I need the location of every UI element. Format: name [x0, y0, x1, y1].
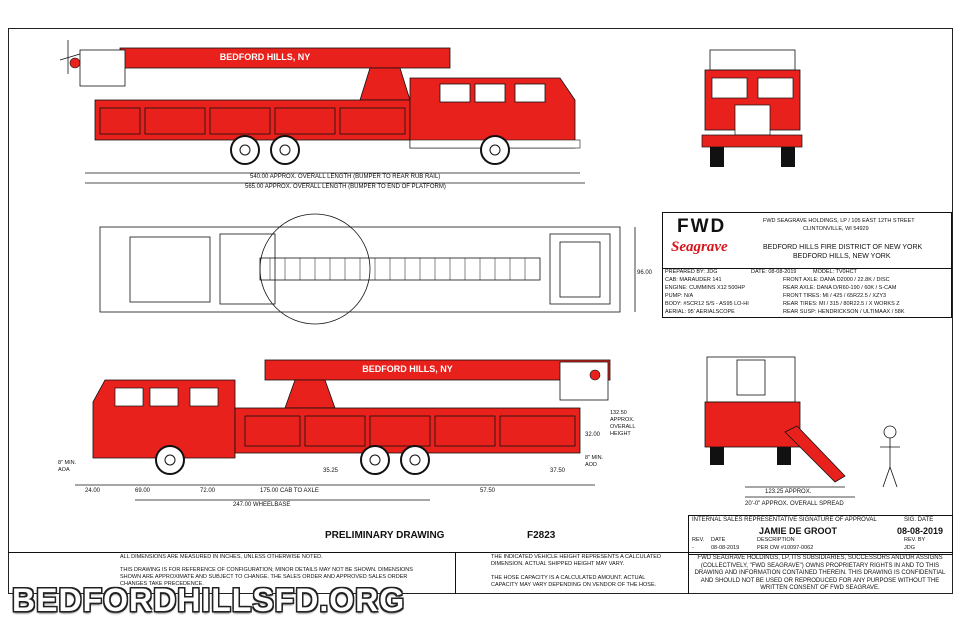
spec-aerial: AERIAL: 95' AERIALSCOPE	[665, 309, 735, 315]
dim-overall-length: 540.00 APPROX. OVERALL LENGTH (BUMPER TO…	[250, 174, 440, 180]
rev-header-date: DATE	[711, 537, 726, 543]
rev-row-desc: PER OW #10097-0062	[757, 545, 814, 551]
dim-overall-length-platform: 565.00 APPROX. OVERALL LENGTH (BUMPER TO…	[245, 184, 446, 190]
dim-wheelbase: 247.00 WHEELBASE	[233, 502, 290, 508]
watermark: BEDFORDHILLSFD.ORG	[12, 582, 406, 618]
logo-seagrave: Seagrave	[671, 239, 728, 255]
spec-body: BODY: #SCR12 S/S - AS95 LO-HI	[665, 301, 749, 307]
note-mid-2: THE HOSE CAPACITY IS A CALCULATED AMOUNT…	[491, 575, 657, 588]
signature-block: INTERNAL SALES REPRESENTATIVE SIGNATURE …	[688, 515, 953, 555]
side-banner-top: BEDFORD HILLS, NY	[200, 50, 330, 65]
dim-width: 96.00	[637, 270, 653, 276]
spec-model: MODEL: TV0HCT	[813, 269, 857, 275]
body-compartments-top	[94, 99, 411, 141]
dim-32: 32.00	[585, 432, 601, 438]
sig-header-right: SIG. DATE	[904, 517, 934, 523]
preliminary-label: PRELIMINARY DRAWING	[325, 530, 445, 541]
rev-row-rev: -	[692, 545, 694, 551]
sig-header-left: INTERNAL SALES REPRESENTATIVE SIGNATURE …	[692, 517, 877, 523]
side-banner-bottom: BEDFORD HILLS, NY	[345, 362, 470, 376]
note-left-2: THIS DRAWING IS FOR REFERENCE OF CONFIGU…	[120, 567, 413, 587]
rev-header-desc: DESCRIPTION	[757, 537, 795, 543]
dim-spread-1: 123.25 APPROX.	[765, 489, 812, 495]
drawing-frame	[8, 28, 953, 594]
spec-rear-axle: REAR AXLE: DANA D/R60-190 / 60K / S-CAM	[783, 285, 897, 291]
dim-cab-axle: 175.00 CAB TO AXLE	[260, 488, 319, 494]
customer-line-1: BEDFORD HILLS FIRE DISTRICT OF NEW YORK	[763, 244, 923, 251]
dim-72: 72.00	[200, 488, 216, 494]
drawing-number: F2823	[527, 530, 556, 541]
dim-spread-2: 20'-0" APPROX. OVERALL SPREAD	[745, 501, 844, 507]
rear-view: 123.25 APPROX. 20'-0" APPROX. OVERALL SP…	[704, 356, 900, 507]
dim-height: 132.50 APPROX. OVERALL HEIGHT	[610, 410, 636, 437]
rev-header-by: REV. BY	[904, 537, 926, 543]
plan-view: 96.00	[99, 213, 653, 325]
notes-row: ALL DIMENSIONS ARE MEASURED IN INCHES, U…	[8, 552, 953, 595]
dim-24: 24.00	[85, 488, 101, 494]
rev-header-rev: REV.	[692, 537, 705, 543]
company-line-2: CLINTONVILLE, WI 54929	[803, 226, 869, 232]
side-view-top: 540.00 APPROX. OVERALL LENGTH (BUMPER TO…	[59, 40, 585, 190]
note-right: FWD SEAGRAVE HOLDINGS, LP, ITS SUBSIDIAR…	[694, 555, 946, 591]
spec-cab: CAB: MARAUDER 141	[665, 277, 722, 283]
dim-aoa: 8" MIN. AOA	[58, 460, 77, 473]
dim-37-50: 37.50	[550, 468, 566, 474]
outrigger-jack	[784, 425, 846, 483]
spec-front-axle: FRONT AXLE: DANA D2000 / 22.8K / DISC	[783, 277, 890, 283]
customer-line-2: BEDFORD HILLS, NEW YORK	[793, 253, 891, 260]
rev-row-by: JDG	[904, 545, 915, 551]
sig-name: JAMIE DE GROOT	[759, 526, 838, 536]
spec-date: DATE: 08-08-2019	[751, 269, 797, 275]
sig-date: 08-08-2019	[897, 526, 944, 536]
dim-57-50: 57.50	[480, 488, 496, 494]
dim-69: 69.00	[135, 488, 151, 494]
logo-fwd: FWD	[677, 216, 727, 237]
spec-front-tires: FRONT TIRES: MI / 425 / 65R22.5 / XZY3	[783, 293, 887, 299]
spec-prepared: PREPARED BY: JDG	[665, 269, 718, 275]
title-block: FWD Seagrave FWD SEAGRAVE HOLDINGS, LP /…	[662, 212, 952, 318]
front-view	[701, 49, 803, 167]
dim-aod: 8" MIN. AOD	[585, 455, 604, 468]
spec-engine: ENGINE: CUMMINS X12 500HP	[665, 285, 746, 291]
rev-row-date: 08-08-2019	[711, 545, 740, 551]
spec-rear-susp: REAR SUSP: HENDRICKSON / ULTIMAAX / 58K	[783, 309, 905, 315]
note-left-1: ALL DIMENSIONS ARE MEASURED IN INCHES, U…	[120, 554, 323, 560]
ladder-rungs	[269, 258, 526, 280]
company-line-1: FWD SEAGRAVE HOLDINGS, LP / 105 EAST 12T…	[763, 218, 915, 224]
spec-rear-tires: REAR TIRES: MI / 315 / 80R22.5 / X WORKS…	[783, 301, 900, 307]
dim-35-25: 35.25	[323, 468, 339, 474]
note-mid-1: THE INDICATED VEHICLE HEIGHT REPRESENTS …	[491, 554, 661, 567]
spec-pump: PUMP: N/A	[665, 293, 694, 299]
platform-top	[79, 49, 126, 87]
body-compartments-bottom	[234, 407, 581, 454]
